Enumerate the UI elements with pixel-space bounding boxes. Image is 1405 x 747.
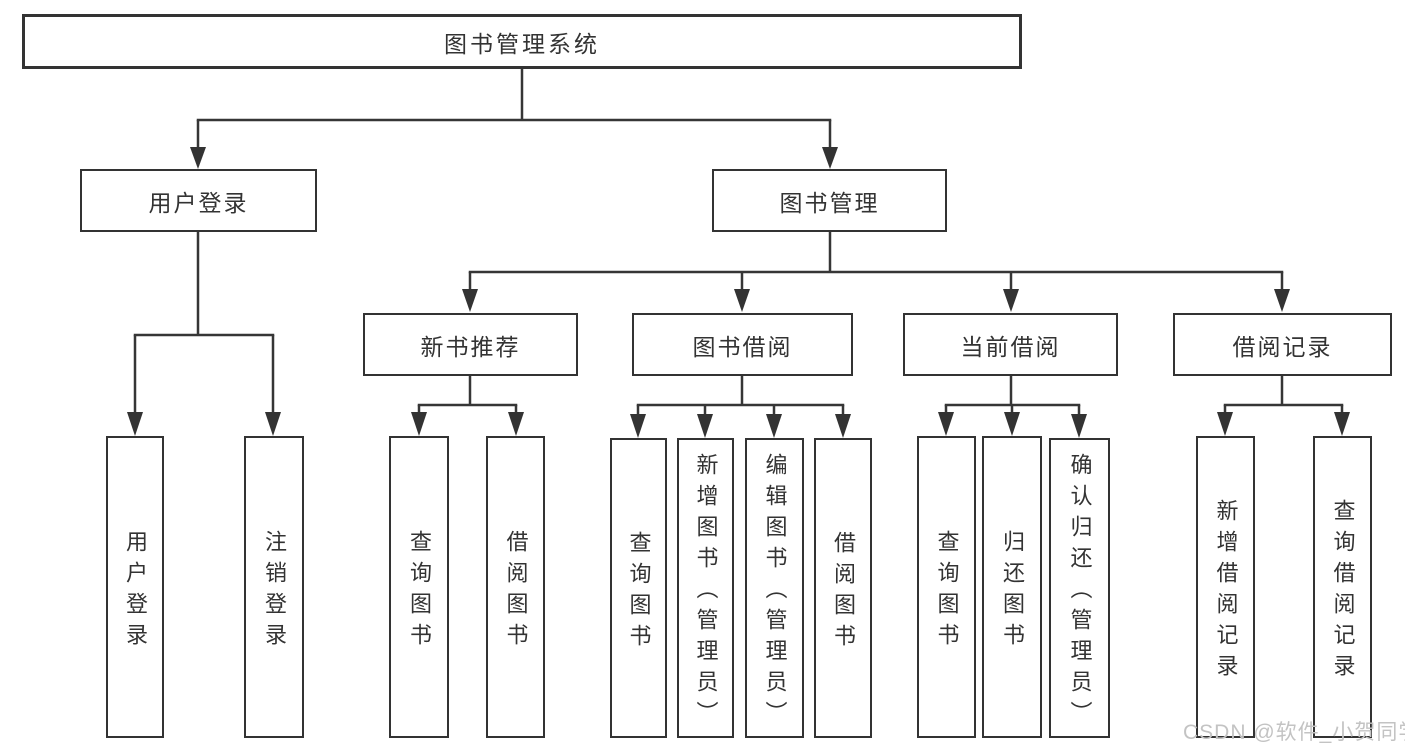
node-label: 图书借阅 — [692, 333, 793, 360]
node-label: 图书管理 — [779, 189, 880, 216]
node-label: 注销登录 — [262, 529, 287, 654]
node-label: 借阅记录 — [1232, 333, 1333, 360]
node-label: 借阅图书 — [831, 530, 856, 655]
leaf-user-login: 用户登录 — [106, 436, 164, 738]
leaf-recommend-query-books: 查询图书 — [389, 436, 449, 738]
leaf-current-query-books: 查询图书 — [917, 436, 976, 738]
node-label: 新增借阅记录 — [1213, 498, 1239, 685]
arrowhead — [411, 412, 524, 436]
csdn-watermark: CSDN @软件_小贺同学 — [1183, 721, 1405, 744]
node-label: 查询图书 — [407, 529, 432, 654]
leaf-records-add-borrow-record: 新增借阅记录 — [1196, 436, 1255, 738]
leaf-borrow-edit-books-admin: 编辑图书（管理员） — [745, 438, 804, 738]
connector-new-book-recommend-children — [417, 376, 518, 414]
leaf-records-query-borrow-record: 查询借阅记录 — [1313, 436, 1372, 738]
node-borrow-records: 借阅记录 — [1173, 313, 1392, 376]
node-label: 新书推荐 — [420, 333, 521, 360]
node-label: 当前借阅 — [960, 333, 1061, 360]
node-label: 编辑图书（管理员） — [762, 453, 788, 732]
node-label: 图书管理系统 — [444, 30, 600, 57]
node-label: 借阅图书 — [503, 529, 529, 654]
node-label: 查询图书 — [934, 529, 960, 654]
leaf-current-return-books: 归还图书 — [982, 436, 1042, 738]
node-new-book-recommend: 新书推荐 — [363, 313, 578, 376]
connector-book-borrow-children — [636, 376, 845, 416]
leaf-current-confirm-return-admin: 确认归还（管理员） — [1049, 438, 1110, 738]
connector-borrow-records-children — [1223, 376, 1344, 414]
connector-current-borrow-children — [944, 376, 1081, 416]
leaf-borrow-borrow-books: 借阅图书 — [814, 438, 872, 738]
node-user-login: 用户登录 — [80, 169, 317, 232]
arrowhead — [1217, 412, 1350, 436]
arrowhead — [127, 412, 281, 436]
node-root-library-management-system: 图书管理系统 — [22, 14, 1022, 69]
arrowhead — [938, 412, 1087, 438]
node-book-management: 图书管理 — [712, 169, 947, 232]
node-label: 新增图书（管理员） — [693, 453, 719, 732]
leaf-borrow-add-books-admin: 新增图书（管理员） — [677, 438, 734, 738]
leaf-logout: 注销登录 — [244, 436, 304, 738]
node-label: 查询借阅记录 — [1330, 498, 1356, 685]
arrowhead — [462, 289, 1290, 312]
node-label: 查询图书 — [626, 530, 652, 655]
arrowhead — [190, 147, 838, 169]
connector-root-to-level2 — [196, 69, 832, 149]
node-label: 归还图书 — [1000, 529, 1025, 654]
connector-book-management-children — [468, 232, 1284, 291]
node-current-borrow: 当前借阅 — [903, 313, 1118, 376]
node-label: 确认归还（管理员） — [1067, 453, 1093, 732]
leaf-borrow-query-books: 查询图书 — [610, 438, 667, 738]
connector-user-login-children — [133, 232, 275, 414]
leaf-recommend-borrow-books: 借阅图书 — [486, 436, 545, 738]
node-label: 用户登录 — [148, 189, 249, 216]
arrowhead — [630, 414, 851, 438]
node-book-borrow: 图书借阅 — [632, 313, 853, 376]
node-label: 用户登录 — [123, 529, 148, 654]
